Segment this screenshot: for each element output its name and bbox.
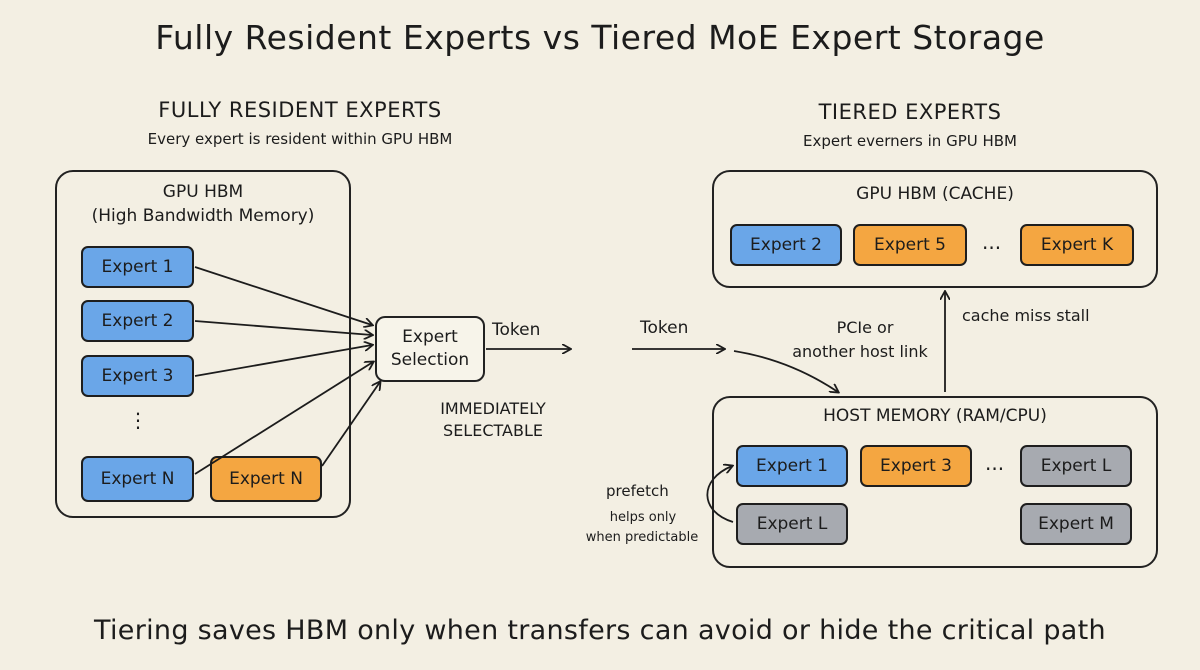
host-expert-3: Expert 3	[860, 445, 972, 487]
diagram-title: Fully Resident Experts vs Tiered MoE Exp…	[155, 18, 1045, 57]
cache-expert-k: Expert K	[1020, 224, 1134, 266]
prefetch-note-line1: helps only	[609, 510, 677, 525]
gpu-hbm-panel	[55, 170, 351, 518]
left-token-label: Token	[492, 320, 541, 340]
prefetch-note-line2: when predictable	[585, 530, 699, 545]
host-expert-m: Expert M	[1020, 503, 1132, 545]
arrow-expertn-to-selection	[194, 362, 373, 475]
left-expert-2: Expert 2	[81, 300, 194, 342]
cache-miss-stall-label: cache miss stall	[962, 306, 1090, 325]
right-token-label: Token	[640, 318, 689, 338]
host-memory-title: HOST MEMORY (RAM/CPU)	[823, 406, 1047, 426]
left-heading: FULLY RESIDENT EXPERTS	[158, 98, 442, 122]
gpu-hbm-panel-title: GPU HBM	[162, 182, 244, 202]
left-vertical-ellipsis: ⋮	[128, 408, 148, 432]
immediately-selectable-note: IMMEDIATELY SELECTABLE	[440, 399, 546, 440]
expert-selection-box: Expert Selection	[375, 316, 485, 382]
left-expert-n-orange: Expert N	[210, 456, 322, 502]
arrow-prefetch	[706, 466, 733, 523]
gpu-hbm-cache-title: GPU HBM (CACHE)	[856, 184, 1014, 204]
left-expert-n: Expert N	[81, 456, 194, 502]
arrow-expert1-to-selection	[194, 266, 372, 325]
host-expert-1: Expert 1	[736, 445, 848, 487]
right-heading: TIERED EXPERTS	[818, 100, 1002, 124]
host-expert-l-top: Expert L	[1020, 445, 1132, 487]
left-expert-1: Expert 1	[81, 246, 194, 288]
arrow-expert3-to-selection	[194, 345, 372, 377]
link-label-line2: another host link	[792, 342, 928, 361]
gpu-hbm-cache-panel	[712, 170, 1158, 288]
left-subtitle: Every expert is resident within GPU HBM	[147, 130, 453, 148]
right-subtitle: Expert everners in GPU HBM	[802, 132, 1017, 150]
footer-caption: Tiering saves HBM only when transfers ca…	[94, 615, 1106, 646]
arrow-token-to-host	[733, 350, 838, 392]
cache-expert-2: Expert 2	[730, 224, 842, 266]
arrow-orange-expertn-to-selection	[321, 382, 380, 467]
left-expert-3: Expert 3	[81, 355, 194, 397]
host-expert-l-bottom: Expert L	[736, 503, 848, 545]
gpu-hbm-panel-subtitle: (High Bandwidth Memory)	[91, 206, 315, 226]
arrow-expert2-to-selection	[194, 320, 372, 335]
host-memory-panel	[712, 396, 1158, 568]
cache-expert-5: Expert 5	[853, 224, 967, 266]
host-ellipsis: ...	[985, 451, 1005, 475]
cache-ellipsis: ...	[982, 230, 1002, 254]
link-label-line1: PCIe or	[836, 318, 894, 337]
prefetch-label: prefetch	[606, 482, 669, 500]
